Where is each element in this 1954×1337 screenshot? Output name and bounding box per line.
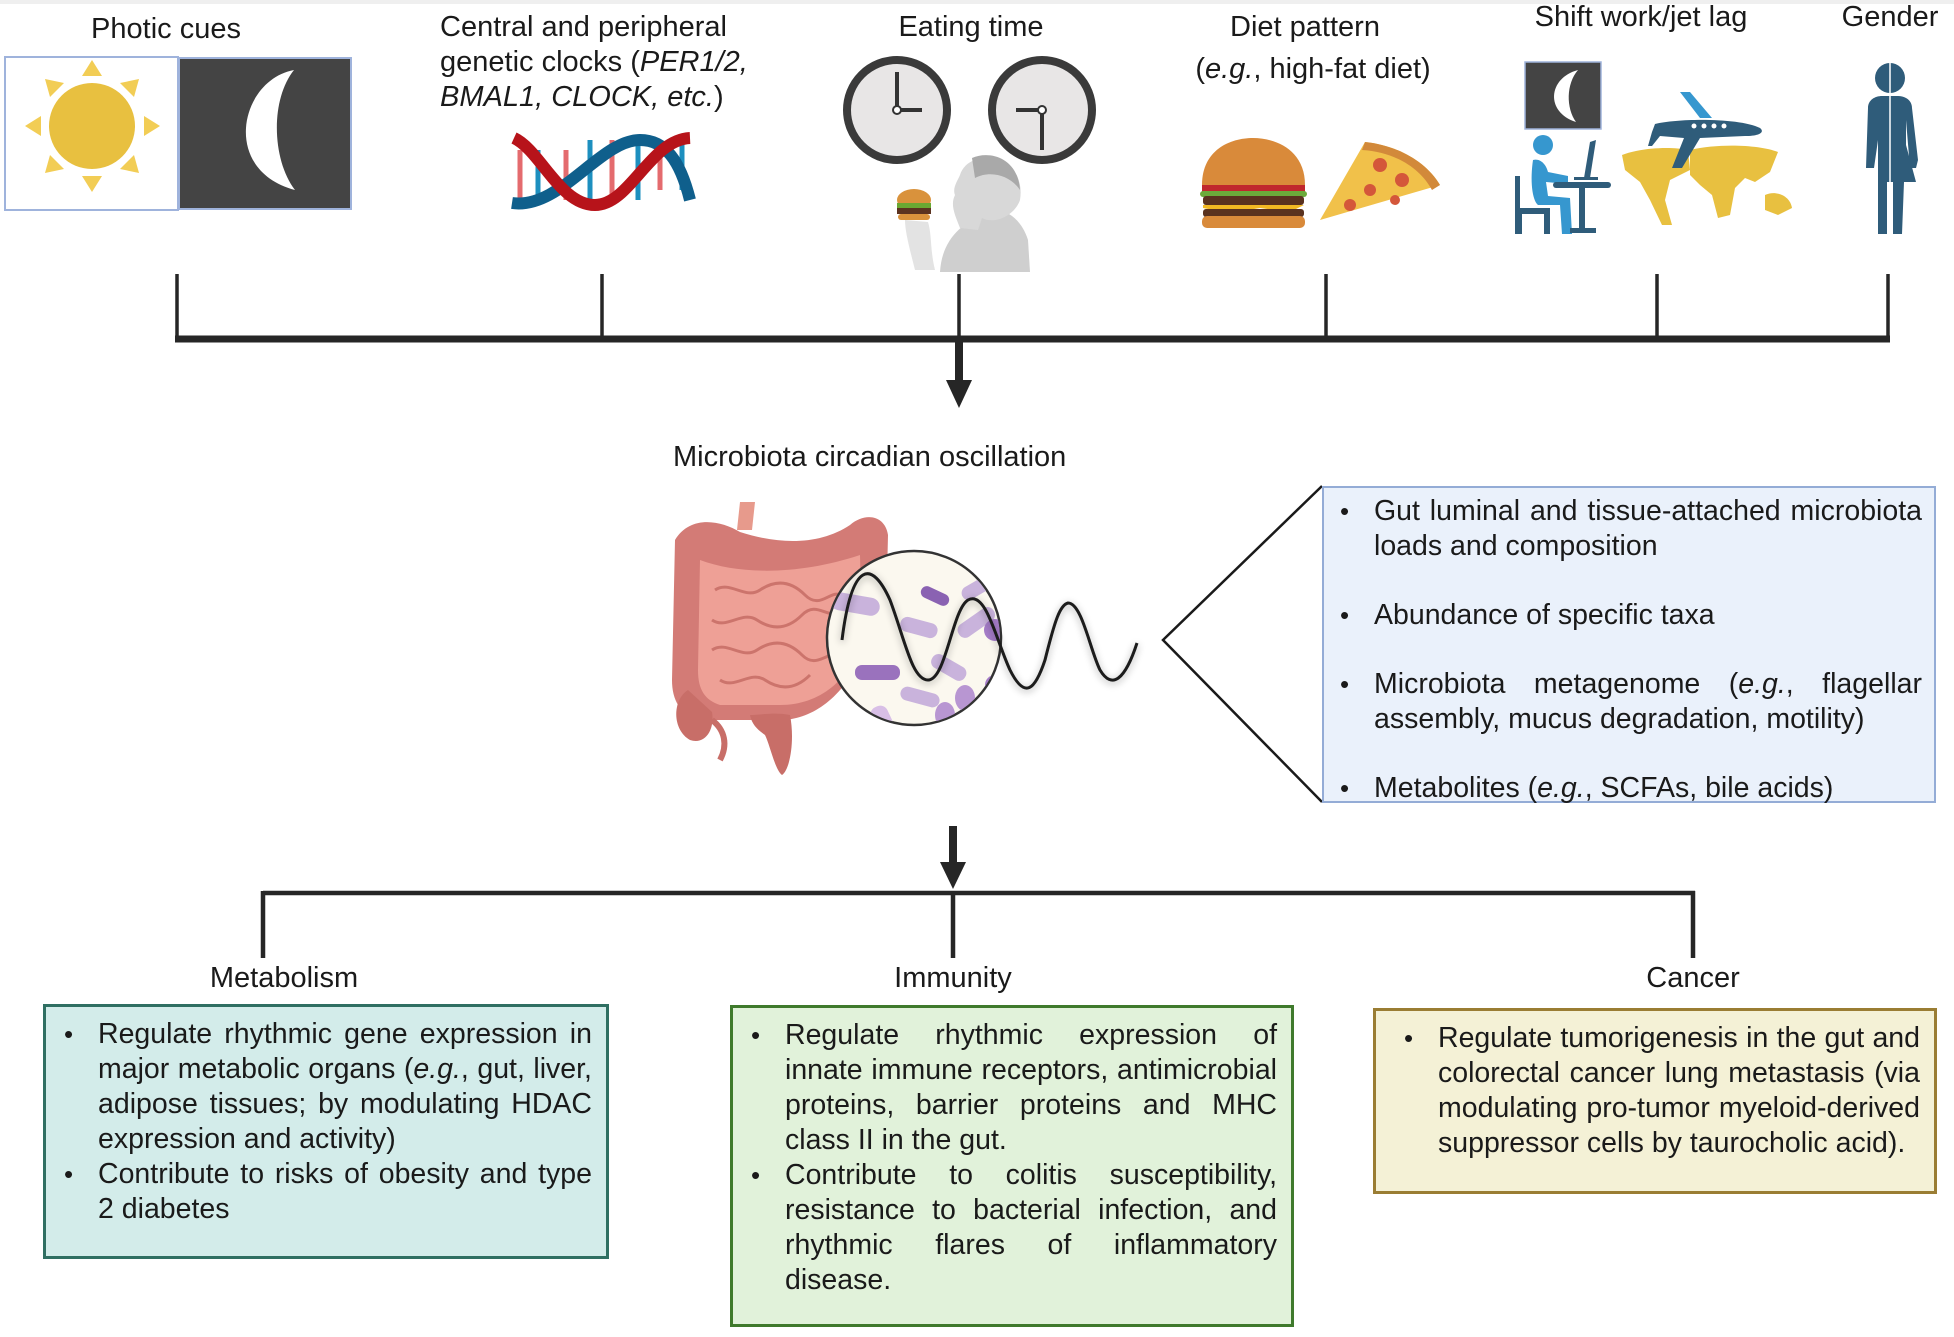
oscillation-features-box: Gut luminal and tissue-attached microbio… [1322, 486, 1936, 806]
factor-label-gender: Gender [1841, 1, 1939, 33]
factor-label-diet: Diet pattern [1230, 11, 1380, 43]
dna-helix-icon [510, 132, 696, 212]
factor-label-photic: Photic cues [91, 13, 241, 45]
immunity-box: Regulate rhythmic expression of innate i… [730, 1005, 1294, 1327]
metabolism-bullet: Contribute to risks of obesity and type … [64, 1157, 592, 1227]
airplane-icon [1648, 92, 1762, 168]
cancer-bullet: Regulate tumorigenesis in the gut and co… [1404, 1021, 1920, 1161]
eating-time-icon [843, 56, 1096, 272]
features-bracket [1161, 485, 1323, 803]
factor-label-eating: Eating time [898, 11, 1044, 43]
pizza-icon [1320, 142, 1440, 220]
desk-worker-icon [1515, 135, 1611, 234]
intestine-icon [672, 502, 888, 775]
factor-label-genetic-line1: Central and peripheral [440, 11, 727, 43]
burger-icon [897, 189, 931, 220]
factor-label-genetic: Central and peripheral genetic clocks (P… [440, 10, 748, 115]
immunity-bullet: Regulate rhythmic expression of innate i… [751, 1018, 1277, 1158]
factor-label-genetic-line3: BMAL1, CLOCK, etc.) [440, 81, 724, 113]
person-eating-icon [897, 155, 1030, 272]
factor-label-genetic-line2: genetic clocks (PER1/2, [440, 46, 748, 78]
shift-work-jet-lag-icon [1515, 61, 1792, 234]
diet-pattern-icon [1200, 138, 1440, 228]
factor-sublabel-diet: (e.g., high-fat diet) [1195, 53, 1431, 85]
factor-label-shift: Shift work/jet lag [1534, 1, 1748, 33]
down-arrow-icon [940, 862, 966, 889]
clock-icon [988, 56, 1096, 164]
outcomes-connector [260, 826, 1696, 958]
factors-connector [175, 274, 1890, 385]
metabolism-box: Regulate rhythmic gene expression in maj… [43, 1004, 609, 1259]
down-arrow-icon [946, 380, 972, 408]
moon-icon [245, 70, 295, 190]
outcome-label-cancer: Cancer [1646, 962, 1740, 994]
feature-item: Metabolites (e.g., SCFAs, bile acids) [1340, 771, 1922, 806]
feature-item: Microbiota metagenome (e.g., flagellar a… [1340, 667, 1922, 737]
world-map-icon [1622, 145, 1792, 225]
cancer-box: Regulate tumorigenesis in the gut and co… [1373, 1008, 1937, 1194]
sun-icon [25, 60, 160, 192]
feature-item: Abundance of specific taxa [1340, 598, 1922, 633]
oscillation-wave-icon [840, 572, 1139, 690]
bacteria-magnifier-icon [825, 549, 1003, 727]
clock-icon [843, 56, 951, 164]
outcome-label-metabolism: Metabolism [209, 962, 359, 994]
center-title: Microbiota circadian oscillation [673, 441, 1067, 473]
photic-cues-icon [4, 56, 352, 211]
metabolism-bullet: Regulate rhythmic gene expression in maj… [64, 1017, 592, 1157]
feature-item: Gut luminal and tissue-attached microbio… [1340, 494, 1922, 564]
immunity-bullet: Contribute to colitis susceptibility, re… [751, 1158, 1277, 1298]
outcome-label-immunity: Immunity [894, 962, 1012, 994]
top-border [0, 0, 1954, 4]
gender-figure-icon [1866, 62, 1918, 234]
burger-icon [1200, 138, 1307, 228]
